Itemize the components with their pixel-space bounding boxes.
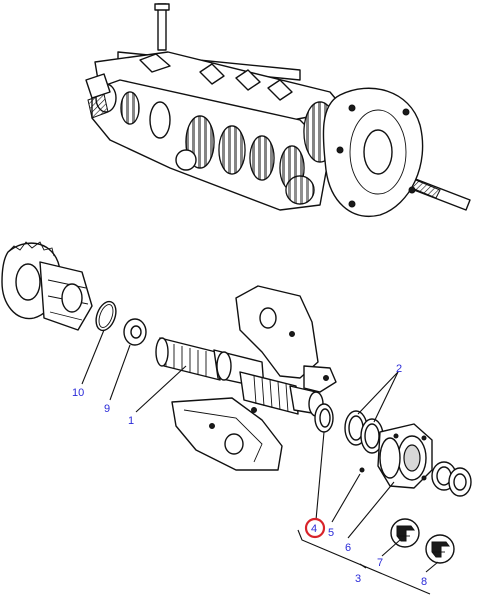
part-9-thrust-washer bbox=[123, 318, 147, 346]
part-1-main-shaft bbox=[155, 337, 324, 417]
part-4-bearing bbox=[314, 403, 334, 433]
transmission-housing bbox=[171, 285, 337, 471]
callout-6: 6 bbox=[345, 542, 351, 554]
gear-cluster-left bbox=[1, 241, 93, 331]
callout-10: 10 bbox=[72, 387, 84, 399]
output-seal-ring bbox=[431, 461, 472, 497]
part-7-seal-detail bbox=[390, 518, 420, 548]
part-6-flange bbox=[377, 423, 433, 489]
callout-9: 9 bbox=[104, 403, 110, 415]
part-5-pin bbox=[359, 467, 365, 473]
leader-lines bbox=[81, 329, 439, 595]
callout-5: 5 bbox=[328, 527, 334, 539]
callout-8: 8 bbox=[421, 576, 427, 588]
gearbox-assembly-illustration bbox=[85, 3, 471, 217]
callout-3: 3 bbox=[355, 573, 361, 585]
callout-2: 2 bbox=[396, 363, 402, 375]
part-2-rings bbox=[344, 410, 384, 454]
callout-4: 4 bbox=[311, 523, 317, 535]
callout-1: 1 bbox=[128, 415, 134, 427]
callout-7: 7 bbox=[377, 557, 383, 569]
part-10-snap-ring bbox=[95, 300, 117, 332]
callout-labels: 10 9 1 2 4 5 6 7 3 8 bbox=[72, 363, 427, 588]
callout-4-highlight-ring bbox=[304, 517, 326, 539]
exploded-view-illustration bbox=[1, 241, 472, 564]
part-8-seal-detail bbox=[425, 534, 455, 564]
